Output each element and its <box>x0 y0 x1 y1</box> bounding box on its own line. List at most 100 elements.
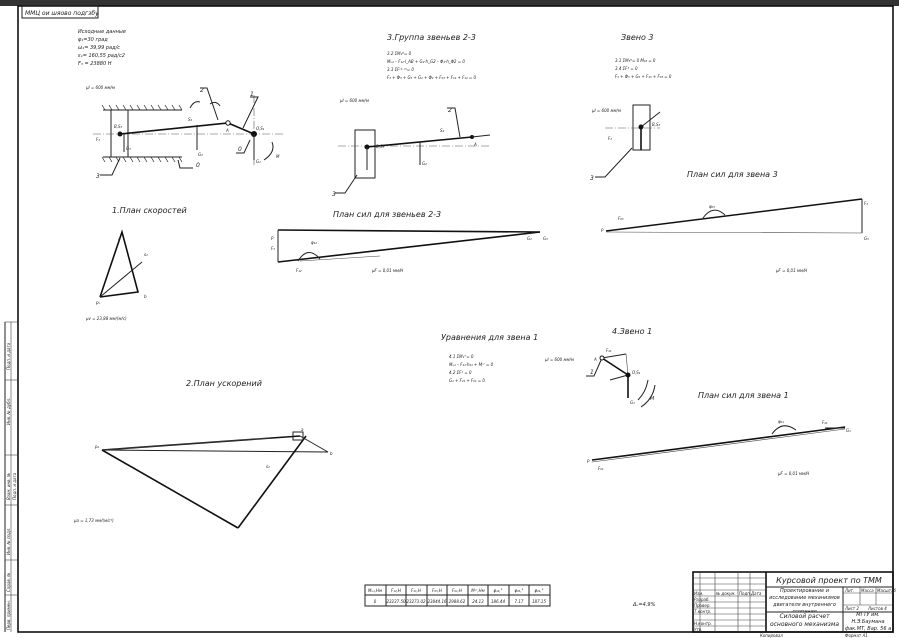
force-plan-group23: P F₃ φ₁₂ F₁₂ G₂ G₃ <box>271 229 548 273</box>
line-stroke <box>299 435 329 453</box>
side-strip: Подп. и дата Инв. № дубл. Взам. инв. № П… <box>6 342 17 630</box>
initial-data-phi1: φ₁=30 град <box>78 37 108 43</box>
labels-a: a <box>301 427 304 432</box>
circle-stroke <box>225 120 231 126</box>
section-title: План сил для звена 1 <box>698 391 789 400</box>
section-title: 3.Группа звеньев 2-3 <box>387 33 476 42</box>
labels-phi03: φ₀₃ <box>709 204 715 209</box>
line-stroke <box>640 111 661 128</box>
labels-F03: F₀₃ <box>618 216 624 221</box>
line-stroke <box>605 231 863 234</box>
organization: МГТУ им. Н.Э.Баумана фак.МТ, Вар. 56 а <box>844 612 892 632</box>
error-delta: Δᵤ=4.9% <box>632 602 656 608</box>
title-block-rows-1: Провер. <box>694 603 711 608</box>
labels-F3: F₃ <box>608 136 612 141</box>
path-stroke <box>263 141 274 161</box>
stamp-box <box>21 5 99 19</box>
title-block-sheets: Листов 4 <box>867 606 887 611</box>
title-block-rows-3: Н.контр. <box>694 621 712 626</box>
path-stroke <box>101 104 183 111</box>
labels-G2: G₂ <box>198 152 203 157</box>
labels-n1: 1 <box>590 369 594 376</box>
labels-phi01: φ₀₁ <box>778 419 784 424</box>
initial-data-F3: F₃ = 23880 Н <box>78 61 112 67</box>
equations-link3: 3.1 ΣM₃ᴮ= 0 M₀₃ = 03.4 ΣF³ = 0 F₃ + Φ₃ +… <box>615 58 672 79</box>
labels-s2: s₂ <box>266 464 270 469</box>
side-strip-label: Подп. и дата <box>6 342 11 370</box>
rect-stroke <box>292 431 304 441</box>
circle-stroke <box>599 355 605 361</box>
line-stroke <box>101 437 271 451</box>
scale-label: μv = 23,88 мм/(м/с) <box>85 316 127 321</box>
labels-A: A <box>225 128 229 133</box>
labels-phi: φ₁₂ <box>311 240 317 245</box>
course-title: Курсовой проект по ТММ <box>776 576 882 585</box>
results-table-values-2: 23273.02 <box>406 599 426 604</box>
labels-O: O,S₁ <box>256 126 265 131</box>
line-stroke <box>609 374 629 381</box>
scale-label: μF = 0,01 мм/Н <box>371 268 403 273</box>
velocity-plan: pᵥ a b s₂ <box>95 229 148 305</box>
polyline-stroke <box>236 139 251 154</box>
path-stroke <box>189 101 221 109</box>
labels-G2: G₂ <box>422 161 427 166</box>
stamp-text: ММЦ ои шяово подгзбу <box>25 10 99 17</box>
polyline-stroke <box>586 357 603 377</box>
project-topic: Проектирование и исследование механизмов… <box>769 588 840 612</box>
top-edge <box>0 0 899 6</box>
labels-A: A <box>473 142 477 147</box>
side-strip-label: Справ. № <box>6 573 11 592</box>
polyline-stroke <box>119 122 255 135</box>
section-title: План сил для звена 3 <box>687 170 778 179</box>
labels-S2: S₂ <box>188 117 193 122</box>
equations-l1-0: 4.1 ΣM₁ᴼ= 0 <box>449 354 474 359</box>
section-title: 2.План ускорений <box>186 379 262 388</box>
title-block-lit: Лит. <box>844 588 854 593</box>
title-block-cols-2: Подп. <box>739 591 751 596</box>
labels-B: B,S₃ <box>114 124 123 129</box>
line-stroke <box>101 449 239 529</box>
results-table-headers-7: φ₀₃,° <box>514 588 523 593</box>
labels-M: M <box>276 154 280 159</box>
scale-label: μl = 600 мм/м <box>591 108 621 113</box>
labels-G1: G₁ <box>630 400 635 405</box>
labels-G1: G₁ <box>846 428 851 433</box>
labels-B: B,S₃ <box>652 122 661 127</box>
rect-stroke <box>354 129 376 179</box>
labels-n2: 2 <box>448 107 452 114</box>
polyline-stroke <box>335 174 358 194</box>
labels-n3: 3 <box>332 191 336 198</box>
labels-b: b <box>144 294 147 299</box>
labels-n2: 2 <box>200 87 204 94</box>
foreignobject-stroke: Силовой расчет основного механизма <box>770 613 839 628</box>
initial-data-omega1: ω₁= 39,99 рад/с <box>78 45 120 51</box>
acceleration-plan: pₐ a b s₂ <box>94 427 333 529</box>
side-strip-label: Инв. № подл. <box>6 527 11 555</box>
labels-s2: s₂ <box>144 252 148 257</box>
side-strip-label: Перв. примен. <box>6 600 11 630</box>
equations-l3-1: 3.4 ΣF³ = 0 <box>615 66 638 71</box>
labels-G3: G₃ <box>543 236 548 241</box>
equations-l3-0: 3.1 ΣM₃ᴮ= 0 M₀₃ = 0 <box>615 58 656 63</box>
labels-A: A <box>593 357 597 362</box>
line-stroke <box>299 255 381 262</box>
path-stroke <box>101 156 183 163</box>
side-strip-label: Инв. № дубл. <box>6 398 11 425</box>
link3-scheme: 3 B,S₃ F₃ <box>590 104 661 182</box>
title-block-mass: Масса <box>861 588 874 593</box>
equations-l1-1: Mᵤ₁ – F₂₁·h₂₁ + Mᵘʳ = 0 <box>449 362 494 367</box>
results-table-values-0: 0 <box>374 599 377 604</box>
labels-n3: 3 <box>590 175 594 182</box>
labels-F21: F₂₁ <box>822 420 828 425</box>
initial-data: Исходные данные φ₁=30 град ω₁= 39,99 рад… <box>78 29 126 67</box>
group23-scheme: 3 2 A S₂ B,S₃ G₂ <box>332 107 491 198</box>
labels-a: a <box>118 236 121 241</box>
polyline-stroke <box>242 96 259 129</box>
polyline-stroke <box>601 357 629 376</box>
labels-F12: F₁₂ <box>296 268 302 273</box>
labels-F21: F₂₁ <box>606 348 612 353</box>
equations-l1-3: G₁ + F₂₁ + F₀₁ = 0 <box>449 378 485 383</box>
